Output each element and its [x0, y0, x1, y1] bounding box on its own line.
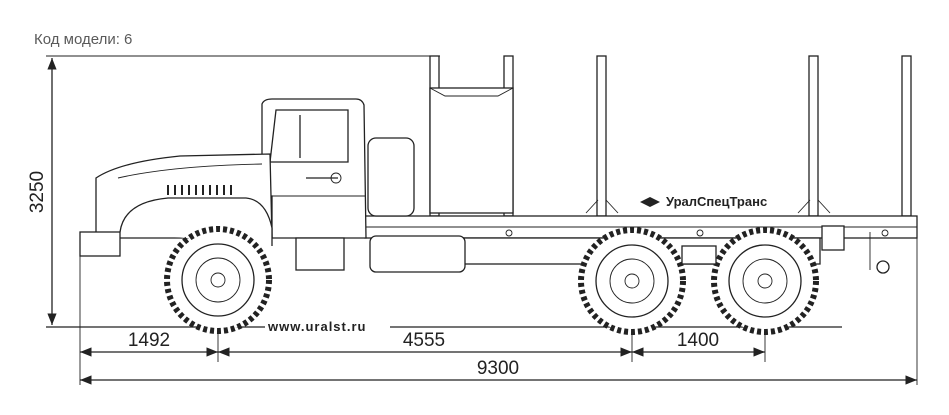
brand-logo-icon [640, 197, 660, 207]
rear-wheel-2 [711, 227, 819, 335]
truck-cab [79, 98, 466, 273]
height-dimension: 3250 [27, 55, 440, 325]
wheelbase-value: 4555 [403, 330, 445, 351]
rear-suspension [681, 245, 717, 265]
overall-length-dimension: 9300 [80, 358, 917, 385]
front-wheel [164, 226, 272, 334]
height-value: 3250 [27, 171, 48, 213]
log-stakes [429, 55, 912, 217]
rear-axle-spacing-value: 1400 [677, 330, 719, 351]
model-code-label: Код модели: 6 [34, 31, 133, 48]
front-overhang-value: 1492 [128, 330, 170, 351]
website-label: www.uralst.ru [267, 319, 366, 334]
axle-dimensions: 1492 4555 1400 [80, 330, 765, 357]
rear-wheel-1 [578, 227, 686, 335]
brand-label: УралСпецТранс [666, 194, 767, 209]
overall-length-value: 9300 [477, 358, 519, 379]
